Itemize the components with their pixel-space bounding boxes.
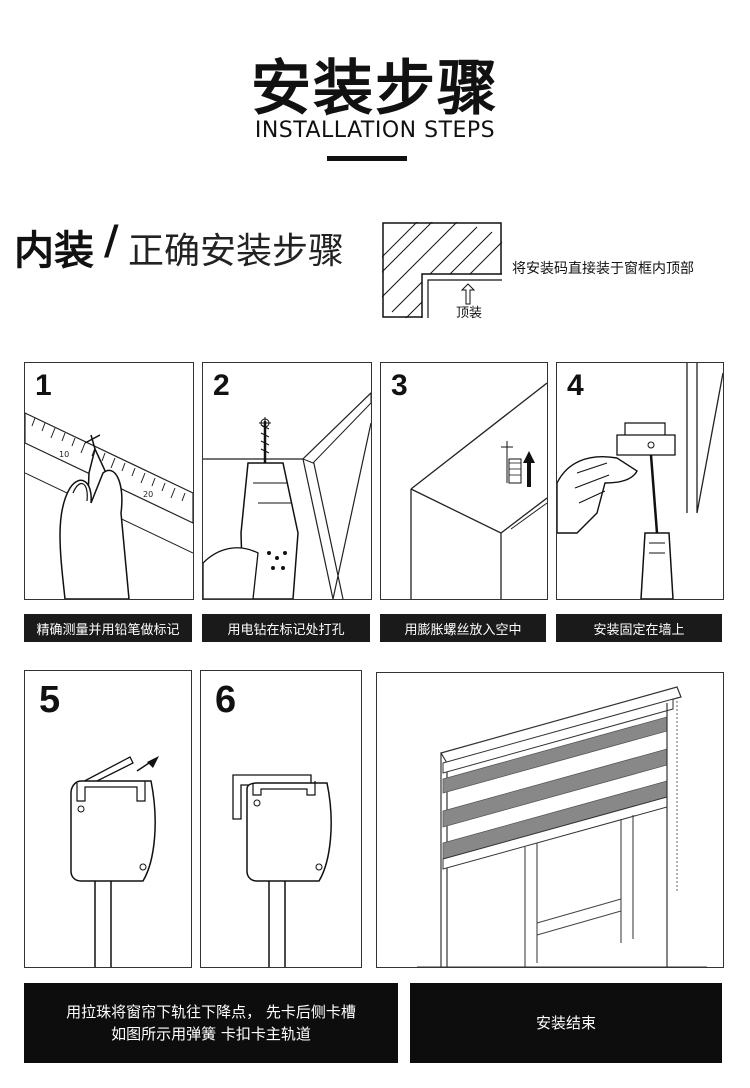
step-number: 6 <box>215 679 237 721</box>
step-3-caption: 用膨胀螺丝放入空中 <box>380 614 546 642</box>
title-underline <box>327 156 407 161</box>
step-3-panel: 3 <box>380 362 548 600</box>
step-number: 3 <box>391 369 408 402</box>
anchor-illustration <box>410 382 547 599</box>
zebra-blind-illustration <box>417 686 707 967</box>
mount-label: 顶装 <box>456 306 483 321</box>
page-subtitle: INSTALLATION STEPS <box>254 118 496 143</box>
measure-pencil-illustration: 10 20 <box>25 412 193 599</box>
ruler-mark-20: 20 <box>143 490 153 499</box>
clip-rear-illustration <box>70 756 159 967</box>
step-2-caption: 用电钻在标记处打孔 <box>202 614 370 642</box>
finished-blind-panel <box>376 672 724 968</box>
step-1-caption: 精确测量并用铅笔做标记 <box>24 614 192 642</box>
step-4-caption: 安装固定在墙上 <box>556 614 722 642</box>
mount-description: 将安装码直接装于窗框内顶部 <box>512 261 694 277</box>
step-number: 2 <box>213 369 230 402</box>
drill-illustration <box>203 392 371 599</box>
step-number: 4 <box>567 369 584 402</box>
step-5-6-instructions: 用拉珠将窗帘下轨往下降点， 先卡后侧卡槽 如图所示用弹簧 卡扣卡主轨道 <box>24 983 398 1063</box>
step-5-panel: 5 <box>24 670 192 968</box>
installation-complete-label: 安装结束 <box>535 1013 596 1032</box>
screw-mount-illustration <box>557 363 723 599</box>
step-2-panel: 2 <box>202 362 372 600</box>
step-number: 5 <box>39 679 61 721</box>
step-number: 1 <box>35 369 52 402</box>
step-1-panel: 10 20 1 <box>24 362 194 600</box>
step-6-panel: 6 <box>200 670 362 968</box>
clip-front-illustration <box>232 774 332 967</box>
section-slash: / <box>104 218 119 264</box>
instruction-line-2: 如图所示用弹簧 卡扣卡主轨道 <box>111 1025 311 1043</box>
step-4-panel: 4 <box>556 362 724 600</box>
page-title: 安装步骤 <box>251 54 499 124</box>
ruler-mark-10: 10 <box>59 450 69 459</box>
section-label-inner: 内装 <box>14 228 94 274</box>
installation-complete-box: 安装结束 <box>410 983 722 1063</box>
section-label-steps: 正确安装步骤 <box>128 231 345 272</box>
instruction-line-1: 用拉珠将窗帘下轨往下降点， 先卡后侧卡槽 <box>66 1002 356 1021</box>
top-mount-diagram <box>382 222 502 318</box>
